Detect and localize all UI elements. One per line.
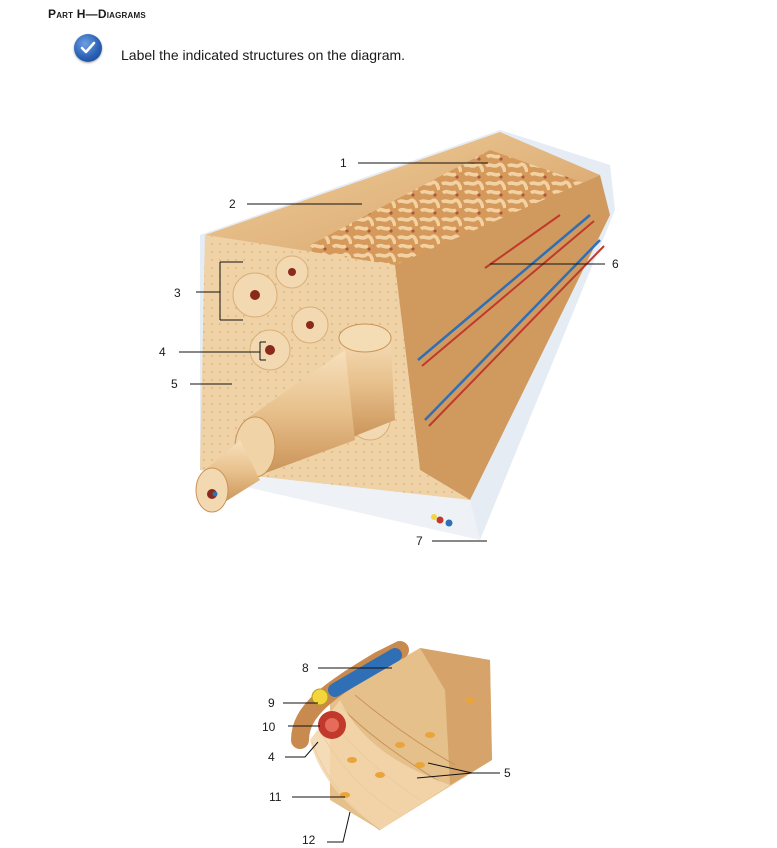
label-6: 6	[612, 257, 619, 271]
label-7: 7	[416, 534, 423, 548]
label-4: 4	[159, 345, 166, 359]
label-2: 2	[229, 197, 236, 211]
label-8: 8	[302, 661, 309, 675]
label-3: 3	[174, 286, 181, 300]
label-10: 10	[262, 720, 276, 734]
label-5: 5	[171, 377, 178, 391]
diagram-compact-bone	[196, 130, 615, 540]
label-11: 11	[269, 790, 282, 804]
label-12: 12	[302, 833, 316, 847]
label-4b: 4	[268, 750, 275, 764]
label-9: 9	[268, 696, 275, 710]
label-1: 1	[340, 156, 347, 170]
label-5b: 5	[504, 766, 511, 780]
diagram-osteon-detail	[300, 648, 492, 830]
